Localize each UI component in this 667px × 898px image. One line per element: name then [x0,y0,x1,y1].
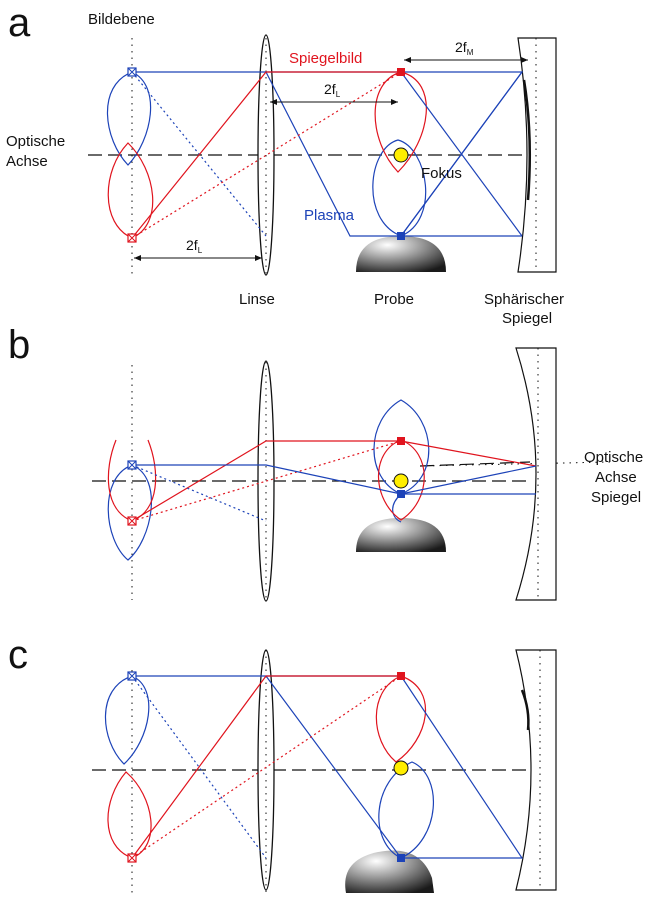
focus-point-c [393,760,409,776]
blue-dotted-ray-a [131,71,267,237]
mirror-image-image-lobe-a [107,142,154,239]
mirror-image-label: Spiegelbild [289,50,362,67]
optical-axis-label-2: Achse [6,153,48,170]
dim-2fm-label: 2fM [455,39,474,57]
mirror-image-lobe-c [375,675,427,763]
lens-label: Linse [239,291,275,308]
red-dotted-ray-c [131,675,402,859]
red-source-marker-a [397,68,405,76]
red-source-marker-b [397,437,405,445]
blue-source-marker-b [397,490,405,498]
blue-ray-lens-a [265,71,401,237]
panel-letter-b: b [8,323,30,367]
red-ray-c [131,675,401,859]
blue-source-marker-c [397,854,405,862]
mirror-image-lobe-a [374,71,427,173]
panel-a: a Bildebene Optische Achse [6,1,564,327]
spherical-mirror-label-1: Sphärischer [484,291,564,308]
blue-ray-b [132,464,537,495]
panel-c: c [8,633,557,895]
sample-dome-a [356,236,446,272]
lens-b [257,360,275,602]
focus-point-a [393,147,409,163]
mirror-reflective-arc-a [522,79,532,201]
red-source-marker-c [397,672,405,680]
focus-point-b [393,473,409,489]
lens-c [257,649,275,891]
blue-ray-c [132,675,524,859]
blue-image-marker-cross-a [127,67,137,77]
plasma-image-lobe-a [106,71,152,166]
plasma-lobe-a [372,139,427,237]
blue-image-marker-cross-c [127,671,137,681]
plasma-lobe-b [373,399,430,495]
spherical-mirror-b [515,347,557,601]
panel-letter-c: c [8,633,28,677]
plasma-image-lobe-b [107,464,152,561]
red-image-marker-cross-a [127,233,137,243]
plasma-stem-b [392,493,402,523]
plasma-lobe-c [378,761,434,859]
red-dotted-ray-b [131,440,402,522]
red-image-marker-cross-c [127,853,137,863]
mirror-image-image-lobe-c [107,771,152,859]
panel-b: b Optische Achse Spiegel [8,323,643,602]
blue-source-marker-a [397,232,405,240]
spherical-mirror-label-2: Spiegel [502,310,552,327]
dim-2fl-upper-label: 2fL [324,81,341,99]
mirror-axis-label-3: Spiegel [591,489,641,506]
sample-label: Probe [374,291,414,308]
red-ray-b [131,440,537,522]
sample-dome-c [345,850,434,893]
red-image-marker-cross-b [127,516,137,526]
spherical-mirror-c [515,649,557,891]
mirror-optical-axis-dash-b [419,461,531,467]
blue-ray-cross2-a [400,71,523,237]
mirror-axis-label-1: Optische [584,449,643,466]
spherical-mirror-a [517,37,557,273]
sample-dome-b [356,518,446,552]
plasma-label: Plasma [304,207,355,224]
panel-letter-a: a [8,1,31,45]
optical-axis-label-1: Optische [6,133,65,150]
blue-image-marker-cross-b [127,460,137,470]
mirror-image-lobe-b [378,439,425,521]
dim-2fl-lower-label: 2fL [186,237,203,255]
blue-dotted-ray-b [131,464,267,522]
mirror-axis-label-2: Achse [595,469,637,486]
focus-label: Fokus [421,165,462,182]
mirror-reflective-arc-c [520,689,530,731]
image-plane-label: Bildebene [88,11,155,28]
red-ray-a [131,71,401,239]
